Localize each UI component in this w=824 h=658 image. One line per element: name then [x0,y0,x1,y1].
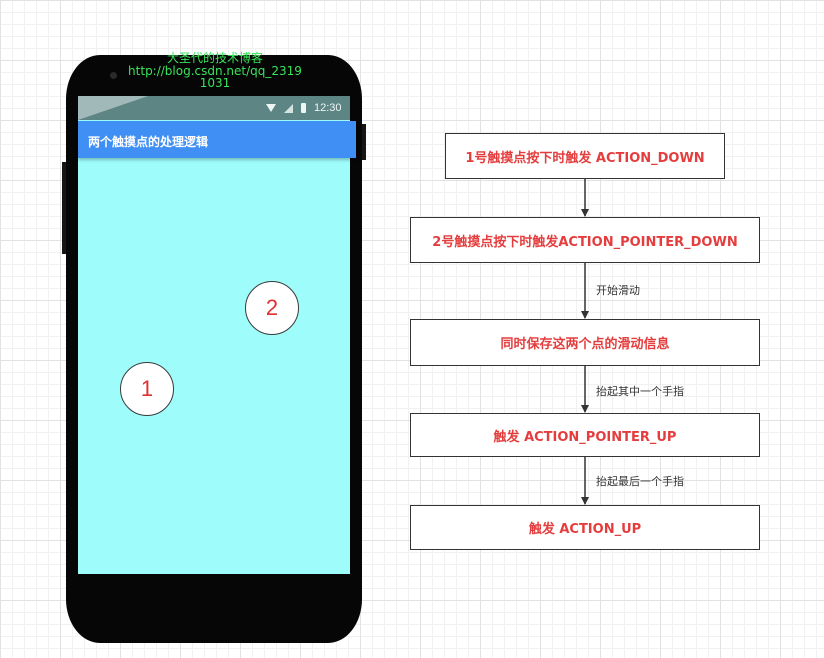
flow-node-action-down: 1号触摸点按下时触发 ACTION_DOWN [445,133,725,179]
edge-label-lift-last-finger: 抬起最后一个手指 [596,473,684,489]
flow-node-action-pointer-down: 2号触摸点按下时触发ACTION_POINTER_DOWN [410,217,760,263]
edge-label-lift-one-finger: 抬起其中一个手指 [596,383,684,399]
flow-node-action-pointer-up: 触发 ACTION_POINTER_UP [410,413,760,457]
flow-node-save-move-info: 同时保存这两个点的滑动信息 [410,319,760,366]
flow-node-action-up: 触发 ACTION_UP [410,505,760,550]
edge-label-start-move: 开始滑动 [596,282,640,298]
